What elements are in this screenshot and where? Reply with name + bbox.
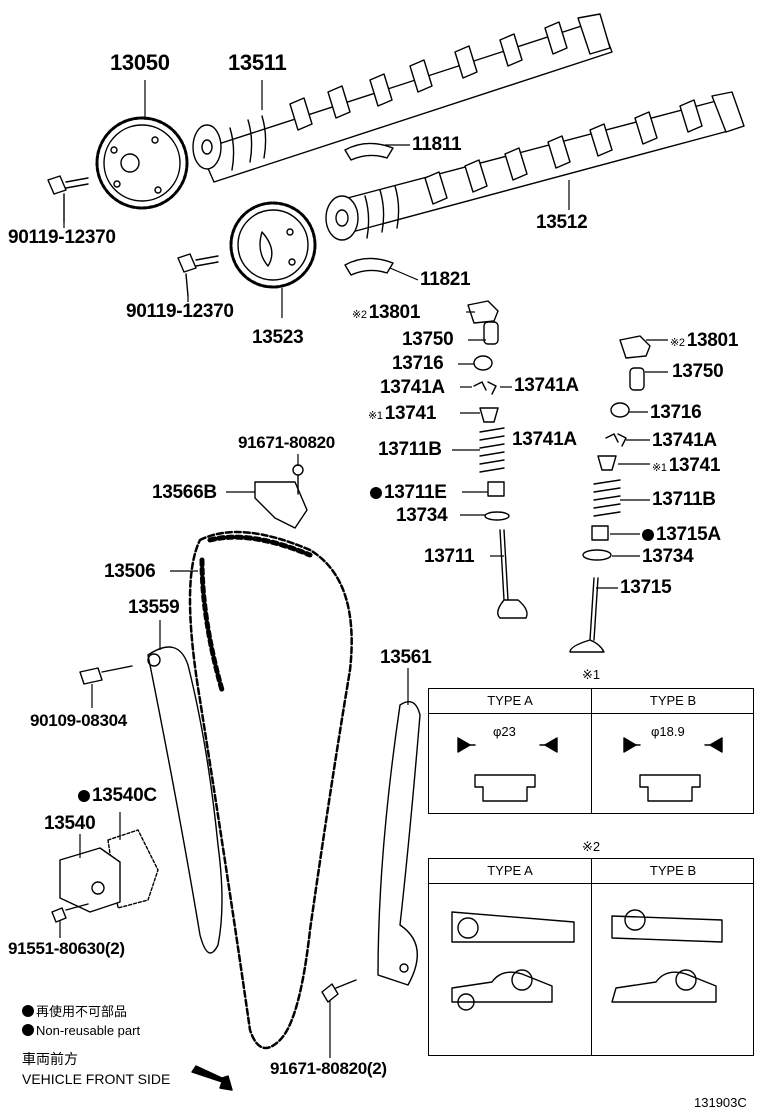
timing-chain-13506 [188,530,353,1050]
part-label-13566b: 13566B [152,482,217,503]
rocker-arm-type-a [451,911,575,1011]
part-label-13523: 13523 [252,327,304,348]
part-label-13741a-a: 13741A [380,377,445,398]
bolt-90119-b [177,253,219,297]
part-label-90119-a: 90119-12370 [8,227,116,248]
damper-13561 [377,701,421,986]
part-label-13511: 13511 [228,50,287,75]
part-label-13540: 13540 [44,813,96,834]
table2-type-a-header: TYPE A [487,863,533,878]
note-mark-2: ※2 [352,309,367,321]
valve-stack-left [467,300,528,619]
note-mark-1: ※1 [368,410,383,422]
non-reusable-dot-icon [78,790,90,802]
table1-dim-b: φ18.9 [651,724,685,739]
part-label-13734-a: 13734 [396,505,448,526]
valve-spring-retainer-type-a [457,737,558,802]
table2-mark: ※2 [582,839,601,854]
part-label-13715a: 13715A [642,525,721,544]
bearing-11821 [344,257,394,276]
part-label-90109: 90109-08304 [30,711,127,730]
part-label-90119-b: 90119-12370 [126,301,234,322]
vehicle-front-arrow-icon [191,1065,233,1091]
table2-type-b-header: TYPE B [649,863,697,878]
valve-spring-retainer-type-b [623,737,723,802]
part-label-13716-a: 13716 [392,353,444,374]
note-mark-1: ※1 [652,462,667,474]
part-label-13750-a: 13750 [402,329,454,350]
part-label-13711b-b: 13711B [652,489,716,510]
diagram-code: 131903C [694,1095,747,1110]
part-label-13711: 13711 [424,546,475,567]
part-label-13711b-a: 13711B [378,439,442,460]
non-reusable-dot-icon [22,1024,34,1036]
part-label-13750-b: 13750 [672,361,724,382]
tensioner-13540 [51,829,159,923]
camshaft-13512 [325,91,745,241]
table1-type-b-header: TYPE B [649,693,697,708]
part-label-91671-a: 91671-80820 [238,433,335,452]
non-reusable-dot-icon [22,1005,34,1017]
non-reusable-dot-icon [370,487,382,499]
camshaft-13511 [192,13,613,183]
non-reusable-dot-icon [642,529,654,541]
table1-mark: ※1 [582,667,601,682]
part-label-13741a-c: 13741A [512,429,577,450]
sprocket-13523 [229,201,317,289]
legend-jp: 再使用不可部品 [22,1005,127,1018]
bearing-11811 [344,142,394,161]
part-label-13559: 13559 [128,597,180,618]
part-label-13540c: 13540C [78,786,157,805]
chain-guide-13566b [254,481,308,529]
legend-en: Non-reusable part [22,1024,140,1037]
part-label-13561: 13561 [380,647,432,668]
valve-stack-right [569,335,651,653]
part-label-13506: 13506 [104,561,156,582]
part-label-13711e: 13711E [370,483,447,502]
vehicle-front-en: VEHICLE FRONT SIDE [22,1071,171,1087]
table1-type-a-header: TYPE A [487,693,533,708]
variant-table-2: TYPE A TYPE B [428,858,754,1056]
part-label-13512: 13512 [536,212,588,233]
part-label-13741a-d: 13741A [652,430,717,451]
part-label-13716-b: 13716 [650,402,702,423]
part-label-13715: 13715 [620,577,672,598]
variant-table-1: TYPE A TYPE B φ23 φ18.9 [428,688,754,814]
note-mark-2: ※2 [670,337,685,349]
part-label-91671-b: 91671-80820(2) [270,1059,387,1078]
table1-dim-a: φ23 [493,724,516,739]
vvt-gear-13050 [95,116,189,210]
rocker-arm-type-b [611,909,723,1003]
part-label-13741a-b: 13741A [514,375,579,396]
part-label-91551: 91551-80630(2) [8,939,125,958]
bolt-90119-a [47,175,89,223]
part-label-13050: 13050 [110,50,170,75]
part-label-11821: 11821 [420,269,471,290]
part-label-13734-b: 13734 [642,546,694,567]
part-label-11811: 11811 [412,134,462,155]
slipper-13559 [147,646,223,954]
vehicle-front-jp: 車両前方 [22,1051,78,1067]
